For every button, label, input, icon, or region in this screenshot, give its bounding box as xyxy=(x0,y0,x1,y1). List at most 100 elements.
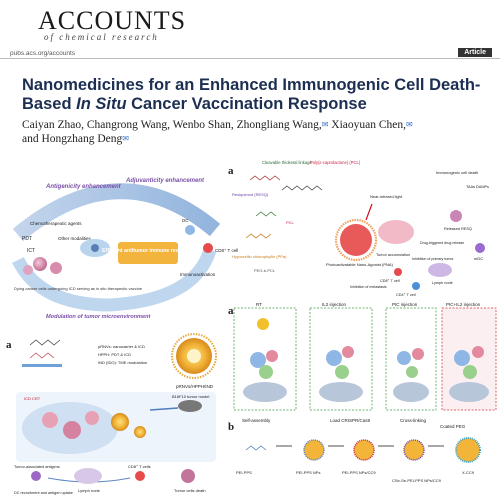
np-label: PEI-PPS NPs/CC9 xyxy=(342,470,376,475)
col-label: PIC injection xyxy=(392,302,418,307)
panel-left-bottom: a pRNVs: nanocarrier & ICD HPPH: PDT & I… xyxy=(6,333,217,495)
panel-letter: a xyxy=(228,165,234,177)
article-title: Nanomedicines for an Enhanced Immunogeni… xyxy=(22,76,481,113)
ido-label: IND (IDO): TME modulation xyxy=(98,360,147,365)
cleavable-label: Cleavable thioketal linkage xyxy=(262,160,312,165)
panel-right-bottom: b Self-assembly Load CRISPR/Cas9 Cross-l… xyxy=(228,418,481,483)
column-frame xyxy=(385,307,437,411)
journal-logo: ACCOUNTS xyxy=(38,6,187,35)
photo-label: Photoactivatable Nano-Agonist (PNA) xyxy=(326,262,394,267)
tcell-icon xyxy=(135,471,145,481)
taa-label: TAAs DAMPs xyxy=(466,185,489,189)
tumor-cell-icon xyxy=(85,411,99,425)
cycle-arc-bottom xyxy=(12,247,217,312)
cell-cluster xyxy=(397,348,424,378)
tumor-mass xyxy=(319,382,363,402)
mouse-icon xyxy=(178,400,202,412)
inhibit1-label: Inhibition of primary tumor xyxy=(412,257,454,261)
arrow xyxy=(149,407,179,411)
lymph-node-icon xyxy=(428,263,452,277)
cycle-arc-top xyxy=(12,183,221,242)
tumor-model-label: B16F10 tumor model xyxy=(172,394,209,399)
dying-cells-label: Dying cancer cells undergoing ICD servin… xyxy=(14,286,143,291)
tumor-mass xyxy=(243,382,287,402)
step-label: Load CRISPR/Cas9 xyxy=(330,418,371,423)
inhibit2-label: Inhibition of metastasis xyxy=(350,285,387,289)
cell-cluster xyxy=(250,350,278,379)
cd8-label-rt: CD8⁺ T cell xyxy=(380,278,400,283)
journal-subtitle: of chemical research xyxy=(44,32,159,42)
panel-letter: a xyxy=(6,339,12,351)
cell-death-label: Immunogenic cell death xyxy=(436,170,478,175)
released-label: Released RESQ xyxy=(444,227,472,231)
np-icon xyxy=(403,439,425,461)
panel-letter: b xyxy=(228,421,234,433)
molecule-structure xyxy=(281,185,323,191)
journal-url[interactable]: pubs.acs.org/accounts xyxy=(10,50,76,57)
peg-label: PEG-b-PCL xyxy=(254,268,276,273)
nanoparticle-icon xyxy=(111,413,129,431)
icd-label: ICD CRT xyxy=(24,396,41,401)
journal-header: ACCOUNTS of chemical research pubs.acs.o… xyxy=(0,0,500,60)
antigen-icon xyxy=(31,471,41,481)
lymph-node-icon xyxy=(74,468,102,484)
col-label: IL2 injection xyxy=(322,302,347,307)
cell-icon xyxy=(450,210,462,222)
dc-icon xyxy=(185,225,195,235)
tcell-icon xyxy=(412,282,420,290)
tumor-cell-icon xyxy=(42,412,58,428)
column-frame xyxy=(309,307,373,411)
np-label: PEI-PPS NPs xyxy=(296,470,320,475)
light-arrow xyxy=(365,203,373,221)
corresponding-author-icon: ✉ xyxy=(321,120,329,129)
molecule-structure xyxy=(29,339,61,346)
molecule-structure xyxy=(29,352,55,359)
step-label: Cross-linking xyxy=(400,418,427,423)
cell-cluster xyxy=(326,346,354,379)
nir-label: Near-infrared light xyxy=(370,194,403,199)
efficient-label: Efficient antitumor immune response xyxy=(102,248,194,254)
nanoparticle-icon xyxy=(134,426,146,438)
author-list: Caiyan Zhao, Changrong Wang, Wenbo Shan,… xyxy=(22,119,413,145)
polymer-chain xyxy=(22,364,62,367)
np-label: X-CC9 xyxy=(462,470,475,475)
dead-tumor-cell-icon xyxy=(181,469,195,483)
mdc-icon xyxy=(475,243,485,253)
chemo-label: Chemotherapeutic agents xyxy=(30,221,82,226)
modulation-label: Modulation of tumor microenvironment xyxy=(46,314,152,320)
pres-label: pRNVs: nanocarrier & ICD xyxy=(98,344,145,349)
polymer-structure xyxy=(245,445,267,451)
death-label: Tumor cells death xyxy=(174,488,206,493)
tcell-icon xyxy=(203,243,213,253)
nucleus-icon xyxy=(91,244,99,252)
pdt-label: PDT xyxy=(22,236,32,242)
col-label: RT xyxy=(256,302,262,307)
np-icon xyxy=(303,439,325,461)
step-label: Self-assembly xyxy=(242,418,271,423)
pcl2-label: PCL xyxy=(286,220,295,225)
np-icon xyxy=(455,437,481,463)
efficient-response-box xyxy=(118,242,178,264)
mdc-label: mDC xyxy=(474,256,483,261)
adjuvanticity-label: Adjuvanticity enhancement xyxy=(125,178,205,184)
col-label: PIC+IL2 injection xyxy=(446,302,481,307)
immunoactivation-label: Immunoactivation xyxy=(180,272,216,277)
hpph-label: HPPH: PDT & ICD xyxy=(98,352,131,357)
dc-recruit-label: DC recruitment and antigen uptake xyxy=(14,491,73,495)
molecule-structure xyxy=(249,175,281,181)
step-label: Coated PEG xyxy=(440,424,466,429)
lymph-label: Lymph node xyxy=(78,488,101,493)
np-icon xyxy=(353,439,375,461)
hypo-label: Hypocrellin chlorophyllin (PPa) xyxy=(232,254,287,259)
nanoparticle-icon xyxy=(171,333,217,379)
tumor-acc-label: Tumor accumulation xyxy=(376,253,410,257)
tumor-mass xyxy=(449,382,489,402)
dying-cell-icon xyxy=(23,265,33,275)
cd8-bottom-label: CD8⁺ T cells xyxy=(128,464,151,469)
molecule-structure xyxy=(255,211,277,217)
column-frame xyxy=(233,307,297,411)
drug-label: Drug-triggered drug release xyxy=(420,241,464,245)
panel-right-mid: a RT IL2 injection PIC injection PIC+IL2… xyxy=(228,302,497,411)
lymph-label-rt: Lymph node xyxy=(432,281,453,285)
tumor-antigen-label: Tumor-associated antigens xyxy=(14,465,60,469)
